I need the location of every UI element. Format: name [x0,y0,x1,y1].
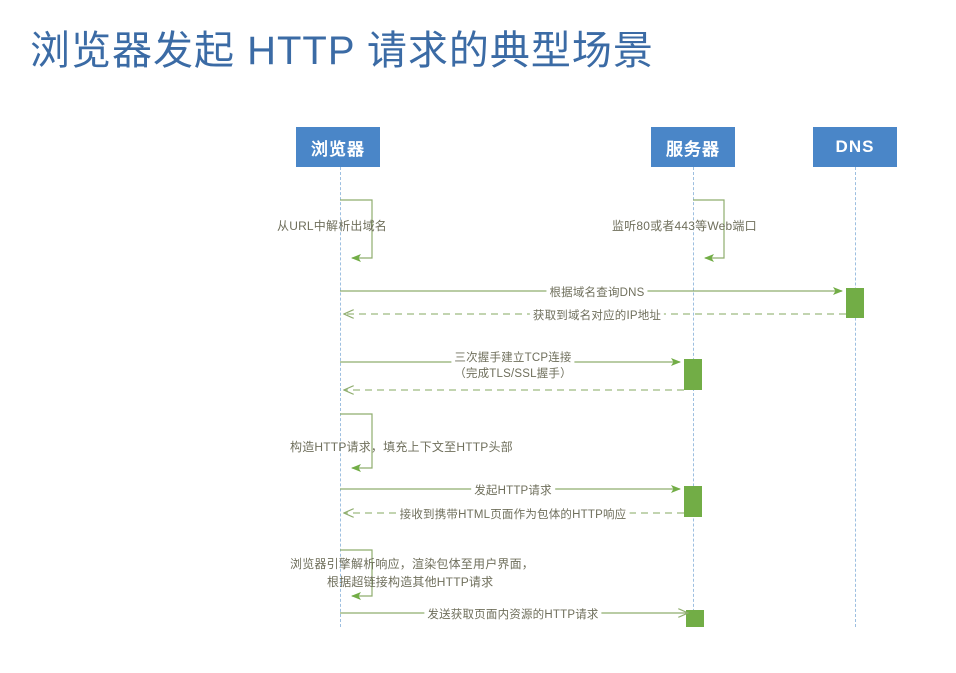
activation-bar-dns [846,288,864,318]
participant-label-server: 服务器 [666,139,720,159]
activation-bar-server-tcp [684,359,702,390]
label-tcp-handshake: 三次握手建立TCP连接 [451,349,575,365]
lifeline-browser [340,167,341,627]
label-http-request: 发起HTTP请求 [471,482,555,498]
label-tcp-handshake-sub: （完成TLS/SSL握手） [451,365,575,381]
label-http-response: 接收到携带HTML页面作为包体的HTTP响应 [396,506,630,522]
participant-label-dns: DNS [835,137,875,156]
participant-label-browser: 浏览器 [311,139,365,159]
label-dns-response: 获取到域名对应的IP地址 [529,307,665,323]
label-fetch-resources: 发送获取页面内资源的HTTP请求 [424,606,602,622]
participant-box-browser[interactable]: 浏览器 [296,127,380,167]
activation-bar-server-resource [686,610,704,627]
label-render-response-sub: 根据超链接构造其他HTTP请求 [327,575,494,589]
page-title: 浏览器发起 HTTP 请求的典型场景 [30,29,654,73]
label-build-http-request: 构造HTTP请求，填充上下文至HTTP头部 [290,440,513,454]
label-parse-domain: 从URL中解析出域名 [277,219,388,233]
participant-box-dns[interactable]: DNS [813,127,897,167]
label-render-response: 浏览器引擎解析响应，渲染包体至用户界面， [290,557,535,571]
participant-box-server[interactable]: 服务器 [651,127,735,167]
label-dns-query: 根据域名查询DNS [546,284,648,300]
lifeline-server [693,167,694,627]
activation-bar-server-http [684,486,702,517]
lifeline-dns [855,167,856,627]
label-listen-port: 监听80或者443等Web端口 [612,219,757,233]
